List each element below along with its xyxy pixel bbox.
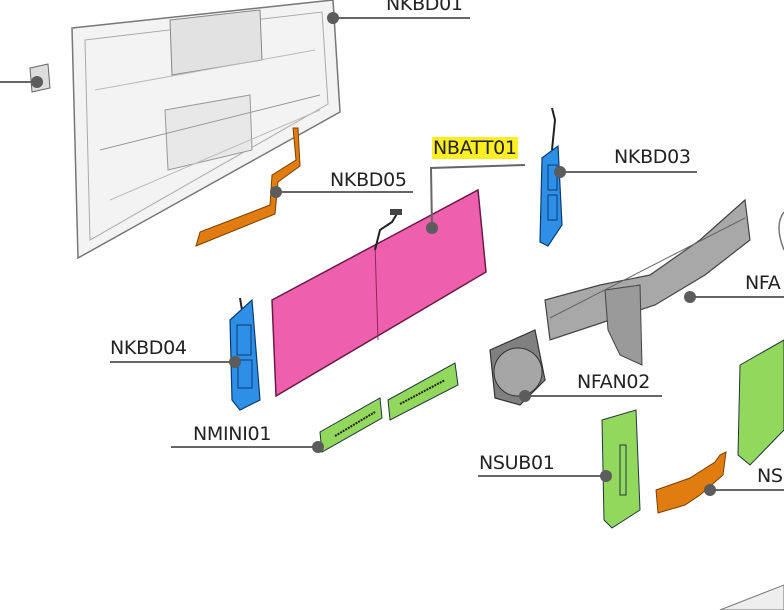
part-heatsink[interactable] [544,198,751,366]
part-speaker-left[interactable] [229,297,261,411]
hotspot-nfan02[interactable] [519,390,531,402]
label-nkbd01[interactable]: NKBD01 [386,0,463,15]
label-nkbd05[interactable]: NKBD05 [330,169,407,191]
hotspot-nkbd03[interactable] [554,166,566,178]
hotspot-nbatt01[interactable] [426,222,438,234]
label-nmini01[interactable]: NMINI01 [193,423,272,445]
part-partial-right [778,211,784,251]
label-nfan01[interactable]: NFA [745,272,781,294]
part-bottom-case[interactable] [719,584,784,610]
part-keyboard-frame[interactable] [71,0,341,260]
hotspot-ns[interactable] [704,484,716,496]
part-battery[interactable] [271,188,487,398]
hotspot-nsub01[interactable] [600,470,612,482]
part-memory-module-1[interactable] [319,397,383,453]
part-main-board[interactable] [737,339,784,466]
label-nfan02[interactable]: NFAN02 [577,371,650,393]
label-nbatt01[interactable]: NBATT01 [432,137,518,159]
part-sub-board[interactable] [601,409,641,529]
part-keyboard-flex-cable[interactable] [195,127,301,247]
hotspot-nkbd05[interactable] [270,186,282,198]
hotspot-nmini01[interactable] [312,441,324,453]
leader-lines [0,17,784,491]
label-nkbd03[interactable]: NKBD03 [614,146,691,168]
hotspot-bracket[interactable] [31,76,43,88]
hotspot-nkbd04[interactable] [229,356,241,368]
hotspot-nkbd01[interactable] [327,12,339,24]
label-ns-partial[interactable]: NS [757,465,783,487]
part-fan[interactable] [489,329,546,406]
hotspot-nfan01[interactable] [684,291,696,303]
label-nsub01[interactable]: NSUB01 [479,452,555,474]
part-sub-flex-cable[interactable] [655,451,727,514]
part-memory-module-2[interactable] [387,362,459,421]
label-nkbd04[interactable]: NKBD04 [110,337,187,359]
